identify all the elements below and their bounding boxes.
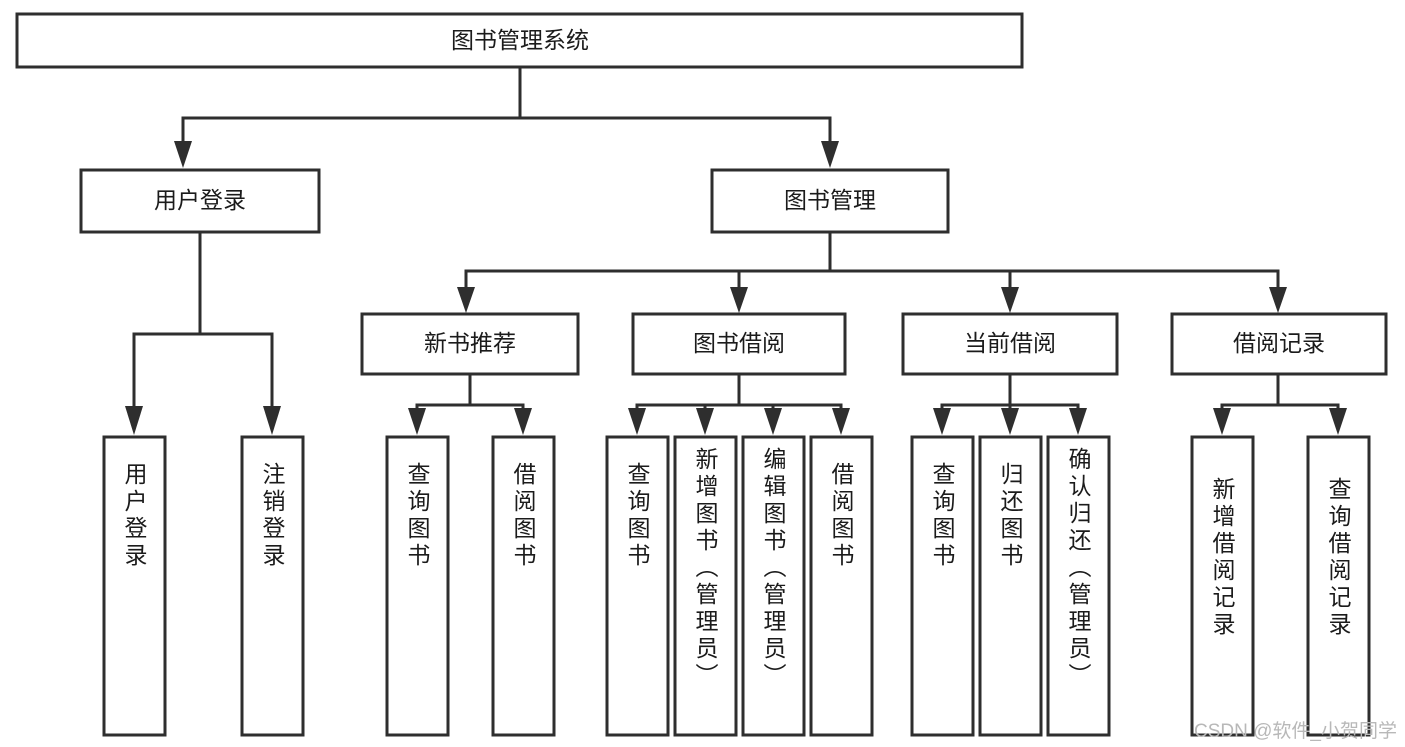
node-book-manage[interactable]: 图书管理: [710, 168, 950, 234]
leaf-edit-book-admin[interactable]: 编辑图书（管理员）: [741, 435, 806, 737]
leaf-confirm-return-admin-label: 确认归还（管理员）: [1065, 447, 1092, 690]
node-current-borrow-label: 当前借阅: [964, 330, 1056, 356]
leaf-query-book-rec[interactable]: 查询图书: [385, 435, 450, 737]
leaf-user-login[interactable]: 用户登录: [102, 435, 167, 737]
node-borrow-record-label: 借阅记录: [1233, 330, 1325, 356]
leaf-borrow-book-rec[interactable]: 借阅图书: [491, 435, 556, 737]
leaf-query-book-bor-box[interactable]: [605, 435, 670, 737]
node-book-borrow[interactable]: 图书借阅: [631, 312, 847, 376]
leaf-add-book-admin-box[interactable]: [673, 435, 738, 737]
leaf-add-borrow-record-box[interactable]: [1190, 435, 1255, 737]
node-book-borrow-box[interactable]: [631, 312, 847, 376]
leaf-user-login-label: 用户登录: [121, 462, 148, 570]
arrow-to-new-book-recommend: [457, 287, 475, 313]
leaf-borrow-book-bor-box[interactable]: [809, 435, 874, 737]
arrow-to-leaf-add-book-admin: [696, 408, 714, 435]
node-book-borrow-label: 图书借阅: [693, 330, 785, 356]
leaf-user-logout[interactable]: 注销登录: [240, 435, 305, 737]
leaf-edit-book-admin-box[interactable]: [741, 435, 806, 737]
leaf-query-book-cur-box[interactable]: [910, 435, 975, 737]
leaf-add-borrow-record[interactable]: 新增借阅记录: [1190, 435, 1255, 737]
arrow-to-leaf-borrow-book-rec: [514, 408, 532, 435]
leaf-edit-book-admin-label: 编辑图书（管理员）: [760, 447, 787, 690]
leaf-return-book-box[interactable]: [978, 435, 1043, 737]
node-new-book-recommend-label: 新书推荐: [424, 330, 516, 356]
leaf-query-borrow-record-box[interactable]: [1306, 435, 1371, 737]
leaf-add-borrow-record-label: 新增借阅记录: [1209, 477, 1236, 639]
node-book-manage-label: 图书管理: [784, 187, 876, 213]
node-user-login[interactable]: 用户登录: [79, 168, 321, 234]
node-new-book-recommend-box[interactable]: [360, 312, 580, 376]
arrow-to-leaf-user-logout: [263, 406, 281, 435]
leaf-confirm-return-admin[interactable]: 确认归还（管理员）: [1046, 435, 1111, 737]
node-borrow-record[interactable]: 借阅记录: [1170, 312, 1388, 376]
arrow-to-book-borrow: [730, 287, 748, 313]
arrow-to-leaf-query-borrow-record: [1329, 408, 1347, 435]
arrow-to-leaf-user-login: [125, 406, 143, 435]
arrow-to-user-login: [174, 141, 192, 168]
arrow-to-leaf-edit-book-admin: [764, 408, 782, 435]
connector-layer: [125, 65, 1347, 435]
leaf-user-login-box[interactable]: [102, 435, 167, 737]
leaf-borrow-book-rec-box[interactable]: [491, 435, 556, 737]
arrow-to-leaf-borrow-book-bor: [832, 408, 850, 435]
node-borrow-record-box[interactable]: [1170, 312, 1388, 376]
leaf-query-borrow-record-label: 查询借阅记录: [1325, 477, 1352, 639]
leaf-query-book-bor-label: 查询图书: [624, 462, 651, 570]
leaf-return-book-label: 归还图书: [997, 462, 1024, 570]
arrow-to-leaf-query-book-bor: [628, 408, 646, 435]
leaf-query-book-rec-label: 查询图书: [404, 462, 431, 570]
arrow-to-leaf-query-book-cur: [933, 408, 951, 435]
leaf-confirm-return-admin-box[interactable]: [1046, 435, 1111, 737]
leaf-query-book-bor[interactable]: 查询图书: [605, 435, 670, 737]
node-root[interactable]: 图书管理系统: [15, 12, 1024, 69]
node-current-borrow-box[interactable]: [901, 312, 1119, 376]
leaf-return-book[interactable]: 归还图书: [978, 435, 1043, 737]
node-user-login-box[interactable]: [79, 168, 321, 234]
leaf-query-book-cur[interactable]: 查询图书: [910, 435, 975, 737]
leaf-add-book-admin[interactable]: 新增图书（管理员）: [673, 435, 738, 737]
leaf-add-book-admin-label: 新增图书（管理员）: [692, 447, 719, 690]
node-new-book-recommend[interactable]: 新书推荐: [360, 312, 580, 376]
arrow-to-leaf-confirm-return-admin: [1069, 408, 1087, 435]
arrow-to-leaf-return-book: [1001, 408, 1019, 435]
leaf-query-borrow-record[interactable]: 查询借阅记录: [1306, 435, 1371, 737]
leaf-borrow-book-bor-label: 借阅图书: [828, 462, 855, 570]
arrow-to-book-manage: [821, 141, 839, 168]
leaf-query-book-cur-label: 查询图书: [929, 462, 956, 570]
arrow-to-leaf-query-book-rec: [408, 408, 426, 435]
leaf-query-book-rec-box[interactable]: [385, 435, 450, 737]
node-current-borrow[interactable]: 当前借阅: [901, 312, 1119, 376]
node-book-manage-box[interactable]: [710, 168, 950, 234]
arrow-to-borrow-record: [1269, 287, 1287, 313]
node-root-label: 图书管理系统: [451, 27, 589, 53]
leaf-user-logout-label: 注销登录: [259, 462, 286, 570]
arrow-to-leaf-add-borrow-record: [1213, 408, 1231, 435]
node-root-box[interactable]: [15, 12, 1024, 69]
arrow-to-current-borrow: [1001, 287, 1019, 313]
node-user-login-label: 用户登录: [154, 187, 246, 213]
leaf-borrow-book-bor[interactable]: 借阅图书: [809, 435, 874, 737]
leaf-user-logout-box[interactable]: [240, 435, 305, 737]
leaf-borrow-book-rec-label: 借阅图书: [510, 462, 537, 570]
